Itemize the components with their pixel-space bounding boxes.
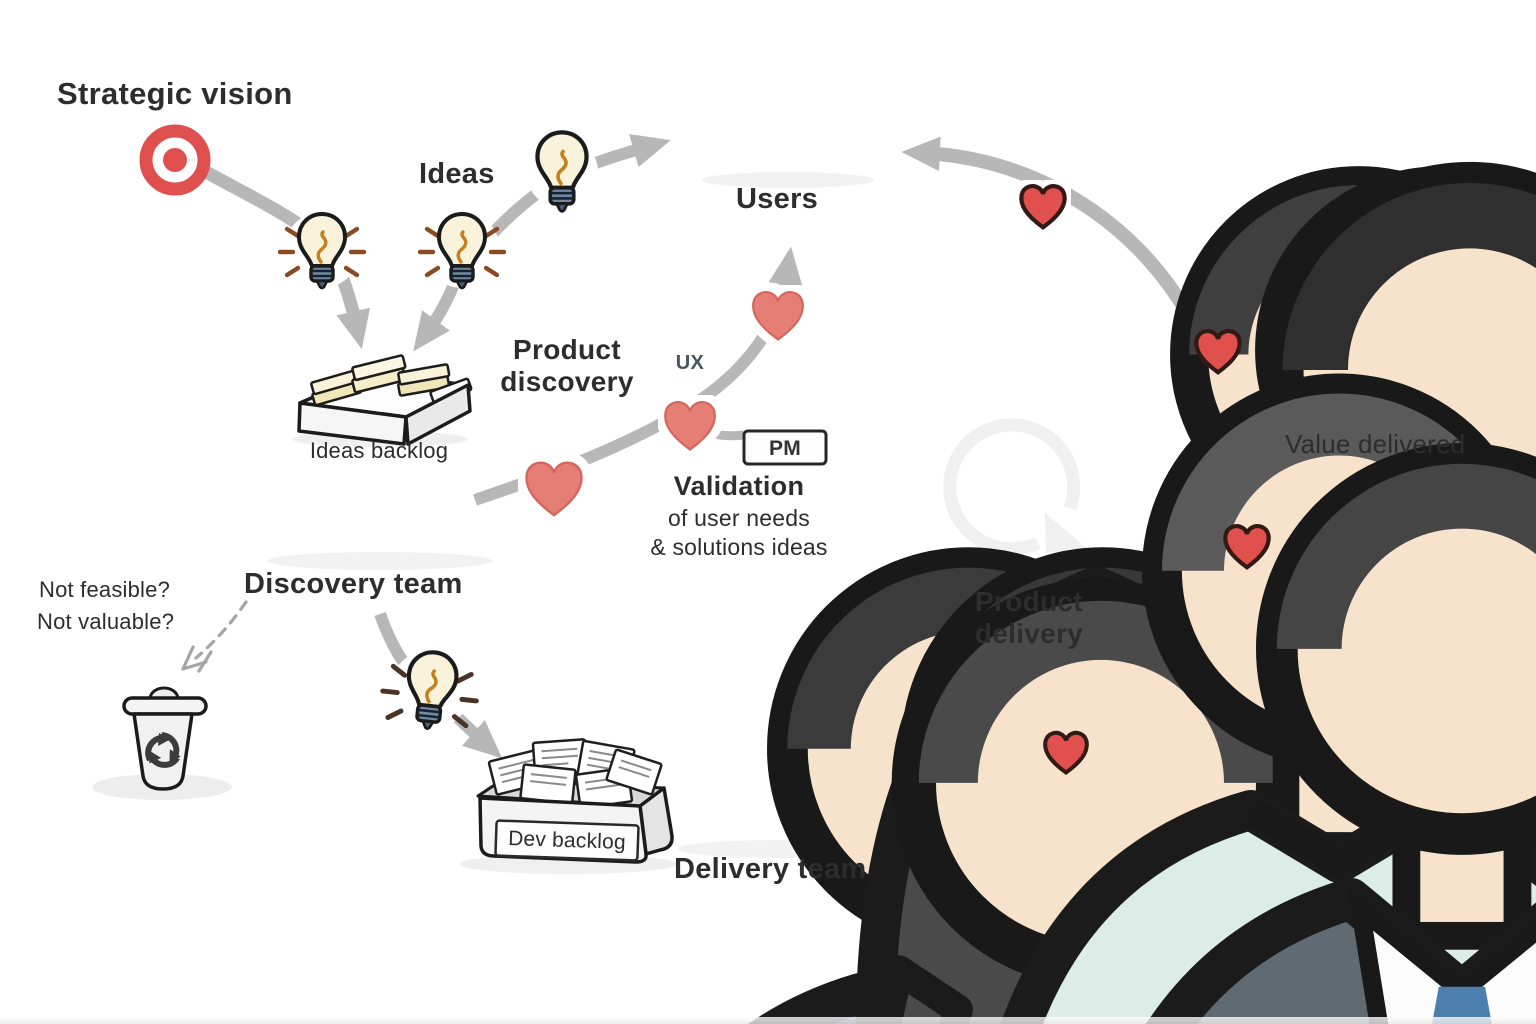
trash-icon: [122, 686, 208, 791]
product-delivery-label: Product delivery: [974, 586, 1084, 650]
users-label: Users: [736, 183, 819, 215]
validation-sub1: of user needs: [668, 505, 810, 532]
dev-backlog-label: Dev backlog: [507, 826, 627, 855]
ux-badge: UX: [675, 352, 705, 374]
not-feasible-label: Not feasible?: [39, 577, 171, 602]
dev-backlog-plate: [494, 819, 640, 862]
validation-title: Validation: [673, 471, 805, 501]
target-icon: [139, 124, 211, 196]
pm-badge: PM: [768, 437, 802, 460]
not-valuable-label: Not valuable?: [37, 609, 175, 634]
arrow-reject-to-trash: [181, 600, 248, 673]
discovery-team-label: Discovery team: [244, 568, 463, 600]
ideas-backlog-icon: [297, 354, 473, 446]
papers: [487, 738, 663, 810]
validation-block: Validation of user needs & solutions ide…: [613, 471, 865, 561]
value-delivered-label: Value delivered: [1285, 429, 1466, 459]
pm-sign: [742, 429, 828, 466]
ideas-label: Ideas: [419, 158, 495, 190]
recycle-icon: [143, 733, 186, 773]
product-discovery-label: Product discovery: [500, 334, 634, 398]
validation-sub2: & solutions ideas: [650, 534, 828, 561]
lightbulb-icon: [420, 212, 504, 290]
strategic-vision-label: Strategic vision: [57, 76, 293, 111]
dev-backlog-icon: [476, 738, 674, 864]
pm-person-icon: [742, 429, 1536, 1024]
ideas-backlog-label: Ideas backlog: [309, 438, 449, 463]
delivery-team-label: Delivery team: [674, 853, 867, 885]
cycle-arrow-watermark-icon: [943, 418, 1090, 556]
